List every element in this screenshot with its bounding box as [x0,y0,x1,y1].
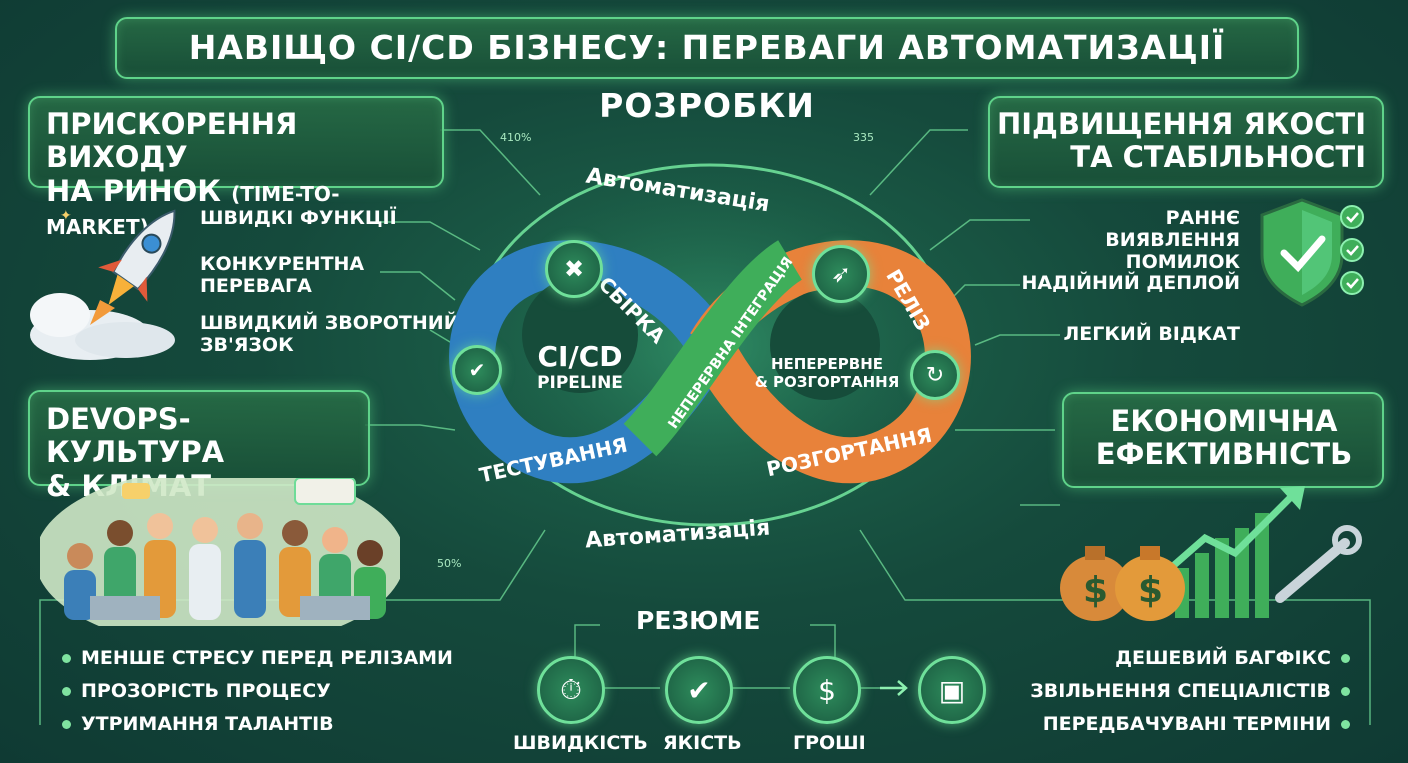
cicd-pipeline-label: CI/CD PIPELINE [520,340,640,393]
cd-line: & РОЗГОРТАННЯ [754,373,900,391]
pipeline-line: CI/CD [537,340,623,373]
briefcase-icon: ▣ [918,656,986,724]
stat-right: 335 [853,131,874,144]
economic-efficiency-panel: ЕКОНОМІЧНА ЕФЕКТИВНІСТЬ [1062,392,1384,488]
heading-line: ЕФЕКТИВНІСТЬ [1095,437,1353,472]
item-line: ШВИДКИЙ ЗВОРОТНИЙ [200,312,460,334]
item-line: КОНКУРЕНТНА [200,253,365,275]
rocket-icon: ✦ [30,208,176,360]
heading-line: ПРИСКОРЕННЯ ВИХОДУ [46,107,298,175]
competitive-advantage-item: КОНКУРЕНТНА ПЕРЕВАГА [200,253,365,298]
pipeline-line: PIPELINE [537,373,623,393]
heading-line: ТА СТАБІЛЬНОСТІ [1070,140,1366,175]
money-hand-icon: $ [793,656,861,724]
heading-line: DEVOPS-КУЛЬТУРА [46,402,225,470]
rocket-small-icon: ➶ [812,245,870,303]
cd-line: НЕПЕРЕРВНЕ [770,355,884,373]
page-title: НАВІЩО CI/CD БІЗНЕСУ: ПЕРЕВАГИ АВТОМАТИЗ… [188,28,1226,125]
shield-check-icon [1260,198,1364,307]
title-banner: НАВІЩО CI/CD БІЗНЕСУ: ПЕРЕВАГИ АВТОМАТИЗ… [115,17,1299,125]
money-growth-icon: $ $ [1060,486,1362,621]
predictable-deadlines-item: ПЕРЕДБАЧУВАНІ ТЕРМІНИ [1043,713,1350,736]
summary-heading: РЕЗЮМЕ [636,606,761,635]
refresh-icon: ↻ [910,350,960,400]
time-to-market-panel: ПРИСКОРЕННЯ ВИХОДУ НА РИНОК (TIME-TO-MAR… [28,96,444,239]
gear-check-icon: ✔ [452,345,502,395]
time-to-market-heading: ПРИСКОРЕННЯ ВИХОДУ НА РИНОК (TIME-TO-MAR… [46,107,442,241]
quality-stability-panel: ПІДВИЩЕННЯ ЯКОСТІ ТА СТАБІЛЬНОСТІ [988,96,1384,188]
summary-quality-label: ЯКІСТЬ [663,732,742,754]
heading-line: ЕКОНОМІЧНА [1110,404,1338,438]
heading-line: НА РИНОК [46,173,221,208]
summary-speed-label: ШВИДКІСТЬ [513,732,648,754]
freed-specialists-item: ЗВІЛЬНЕННЯ СПЕЦІАЛІСТІВ [1030,680,1350,703]
item-line: ПЕРЕВАГА [200,274,312,297]
quality-badge-icon: ✔ [665,656,733,724]
less-stress-item: МЕНШЕ СТРЕСУ ПЕРЕД РЕЛІЗАМИ [62,647,453,670]
stat-bottom: 50% [437,557,462,570]
devops-culture-panel: DEVOPS-КУЛЬТУРА & КЛІМАТ [28,390,370,503]
easy-rollback-item: ЛЕГКИЙ ВІДКАТ [1063,323,1240,345]
svg-text:$: $ [1083,570,1108,611]
heading-line: ПІДВИЩЕННЯ ЯКОСТІ [996,107,1366,141]
continuous-deploy-label: НЕПЕРЕРВНЕ & РОЗГОРТАННЯ [752,355,902,391]
quality-heading: ПІДВИЩЕННЯ ЯКОСТІ ТА СТАБІЛЬНОСТІ [996,107,1366,175]
svg-text:$: $ [1138,570,1163,611]
economic-heading: ЕКОНОМІЧНА ЕФЕКТИВНІСТЬ [1084,404,1364,472]
fast-feedback-item: ШВИДКИЙ ЗВОРОТНИЙ ЗВ'ЯЗОК [200,312,460,357]
fast-features-item: ШВИДКІ ФУНКЦІЇ [200,207,397,229]
early-error-detection-item: РАННЄ ВИЯВЛЕННЯ ПОМИЛОК [1040,207,1240,274]
stat-left: 410% [500,131,532,144]
cheap-bugfix-item: ДЕШЕВИЙ БАГФІКС [1115,647,1350,670]
item-line: ЗВ'ЯЗОК [200,333,294,356]
svg-text:✦: ✦ [60,208,72,224]
item-line: РАННЄ ВИЯВЛЕННЯ [1105,207,1240,251]
stopwatch-icon: ⏱ [537,656,605,724]
talent-retention-item: УТРИМАННЯ ТАЛАНТІВ [62,713,334,736]
summary-money-label: ГРОШІ [793,732,866,754]
item-line: ПОМИЛОК [1125,250,1240,273]
transparency-item: ПРОЗОРІСТЬ ПРОЦЕСУ [62,680,331,703]
wrench-icon: ✖ [545,240,603,298]
heading-suffix: (TIME-TO-MARKET) [46,181,340,240]
reliable-deploy-item: НАДІЙНИЙ ДЕПЛОЙ [1021,272,1240,294]
team-illustration [40,478,400,626]
